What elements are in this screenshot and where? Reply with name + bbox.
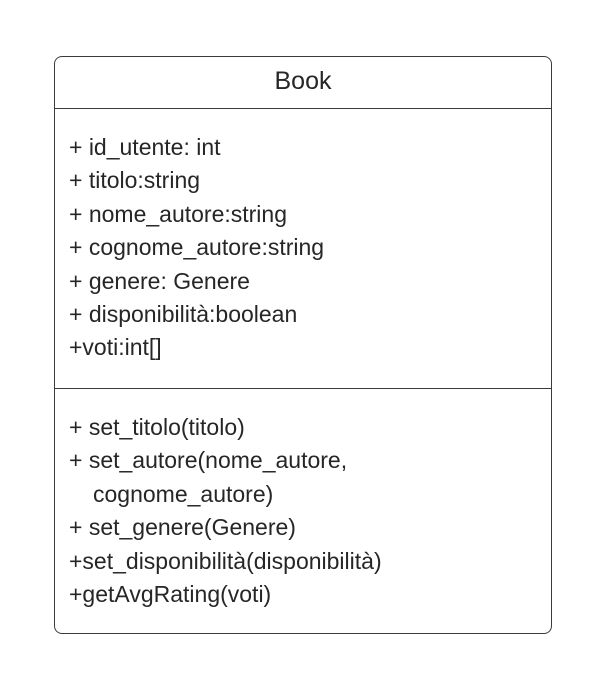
method-set-disponibilita: +set_disponibilità(disponibilità)	[69, 547, 382, 574]
class-name: Book	[55, 57, 551, 109]
attribute-titolo: + titolo:string	[69, 167, 201, 194]
attributes-compartment: + id_utente: int + titolo:string + nome_…	[55, 109, 551, 389]
method-get-avg-rating: +getAvgRating(voti)	[69, 581, 272, 608]
method-set-autore: + set_autore(nome_autore,	[69, 447, 348, 474]
method-set-titolo: + set_titolo(titolo)	[69, 414, 245, 440]
attribute-genere: + genere: Genere	[69, 267, 250, 294]
attribute-id-utente: + id_utente: int	[69, 134, 221, 160]
method-set-genere: + set_genere(Genere)	[69, 514, 296, 541]
methods-compartment: + set_titolo(titolo) + set_autore(nome_a…	[55, 389, 551, 611]
attribute-voti: +voti:int[]	[69, 334, 162, 361]
attribute-disponibilita: + disponibilità:boolean	[69, 301, 298, 328]
attribute-nome-autore: + nome_autore:string	[69, 200, 287, 227]
attribute-cognome-autore: + cognome_autore:string	[69, 234, 325, 261]
method-set-autore-continuation: cognome_autore)	[93, 480, 274, 507]
book-class-box: Book + id_utente: int + titolo:string + …	[54, 56, 552, 634]
